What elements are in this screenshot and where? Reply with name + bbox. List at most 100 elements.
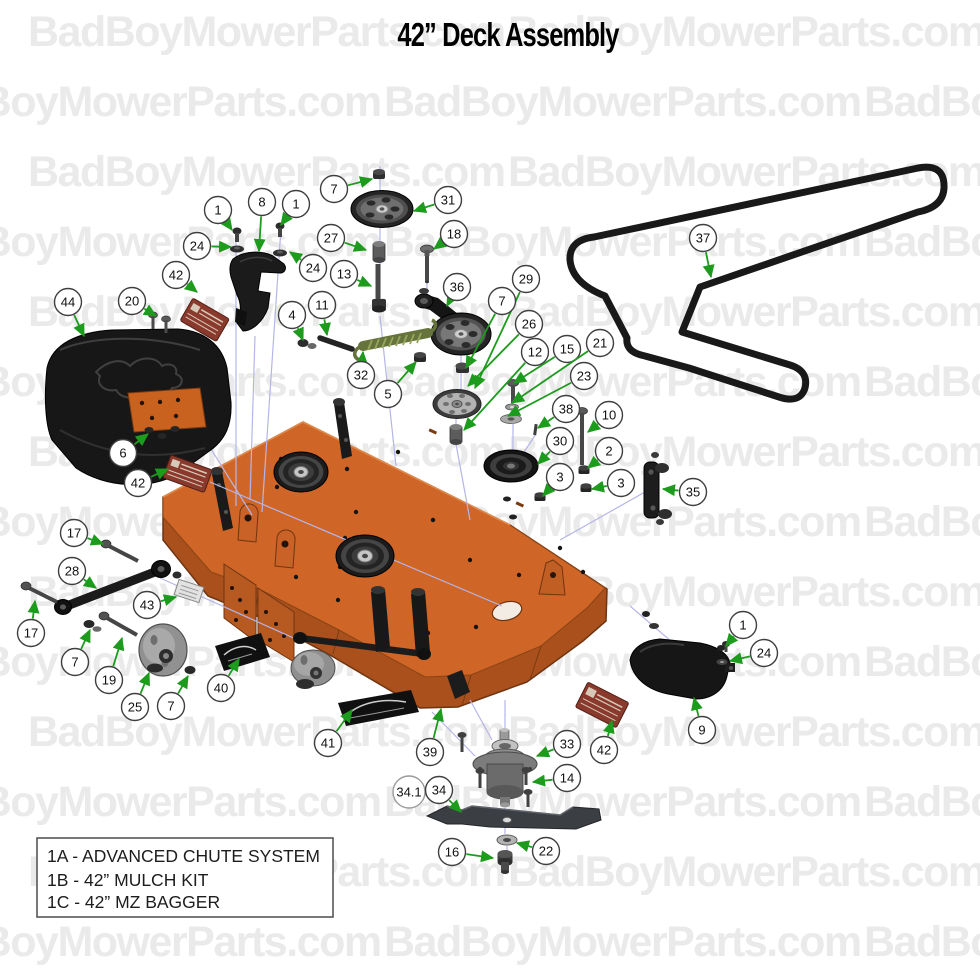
callout-number: 41 [321,736,335,751]
callout-number: 39 [423,745,437,760]
callout-circle [277,300,307,330]
callout-circle [433,185,463,215]
callout-arrow [396,361,417,384]
callout-arrow [160,594,178,606]
callout-10: 10 [587,400,624,433]
watermark-text: BadBoyMowerParts.com [864,638,980,686]
callout-arrow [542,483,556,497]
callout-3: 3 [590,468,636,498]
legend: 1A - ADVANCED CHUTE SYSTEM 1B - 42” MULC… [36,837,334,918]
part-spacer-26 [449,424,463,445]
callout-1: 1 [280,189,311,226]
callout-number: 19 [102,673,116,688]
callout-number: 34 [432,783,446,798]
watermark-text: BadBoyMowerParts.com [508,8,980,56]
callout-arrow [446,292,458,308]
callout-arrow [183,279,198,293]
callout-circle [346,360,376,390]
callout-arrow [87,534,105,546]
callout-number: 21 [593,336,607,351]
callout-arrow [292,326,304,342]
watermark-text: BadBoyMowerParts.com [864,498,980,546]
callout-number: 30 [553,434,567,449]
callout-21: 21 [511,328,615,404]
callout-arrow [511,350,589,404]
part-bracket-35 [643,452,672,525]
callout-circle [585,328,615,358]
callout-23: 23 [506,361,599,417]
callout-number: 42 [131,476,145,491]
part-wheel-arm-assembly [290,586,470,699]
callout-circle [156,691,186,721]
callout-7: 7 [465,286,517,370]
callout-number: 3 [617,476,624,491]
callout-number: 43 [140,598,154,613]
callout-arrow [661,484,679,497]
callout-25: 25 [120,671,150,722]
callout-number: 5 [384,387,391,402]
callout-number: 29 [519,272,533,287]
callout-arrow [253,216,266,253]
legend-item-1b: 1B - 42” MULCH KIT [47,870,209,890]
part-bolt-18 [420,244,434,284]
callout-33: 33 [535,729,582,759]
watermark-text: BadBoyMowerParts.com [508,288,980,336]
callout-circle [319,174,349,204]
part-anti-scalp-wheel-25 [138,623,188,677]
callout-17: 17 [59,518,105,548]
callout-37: 37 [688,223,718,279]
callout-7: 7 [319,174,374,204]
callout-circle [728,610,758,640]
part-deck-hanger-straps [211,398,352,531]
callout-circle [329,259,359,289]
callout-number: 7 [498,294,505,309]
callout-42: 42 [123,468,170,498]
watermark-text: BadBoyMowerParts.com [864,78,980,126]
callout-number: 4 [288,308,295,323]
callout-16: 16 [437,837,495,867]
callout-circle [281,189,311,219]
callout-arrow [112,636,125,667]
part-washer-22 [496,834,518,846]
callout-number: 34.1 [396,785,421,800]
part-fasteners-top [230,222,287,257]
callout-34: 34 [424,775,462,813]
watermark-text: BadBoyMowerParts.com [0,78,381,126]
part-spindle-assembly-33 [472,728,538,808]
callout-arrow [537,450,551,465]
part-v-idler-pulley [483,449,539,520]
callout-circle [551,394,581,424]
callout-arrow [79,628,91,650]
callout-11: 11 [307,290,337,337]
part-spindle-pulley-right [335,534,395,578]
callout-12: 12 [463,337,550,431]
callout-7: 7 [156,674,189,721]
watermark-text: BadBoyMowerParts.com [384,918,861,966]
callout-arrow [73,314,85,338]
callout-circle [594,436,624,466]
callout-number: 24 [306,261,320,276]
callout-4: 4 [277,300,307,342]
callout-number: 28 [65,564,79,579]
watermark-text: BadBoyMowerParts.com [864,358,980,406]
watermark-text: BadBoyMowerParts.com [864,778,980,826]
callout-number: 42 [169,268,183,283]
callout-27: 27 [316,223,368,253]
callout-3: 3 [542,462,575,497]
callout-circle [373,379,403,409]
part-bolts-14 [457,732,533,807]
callout-number: 42 [597,743,611,758]
callout-arrow [535,745,554,758]
callout-number: 32 [354,368,368,383]
callout-9: 9 [687,696,717,745]
callout-number: 38 [559,402,573,417]
callout-number: 9 [698,723,705,738]
part-blade-34 [425,805,602,830]
callout-circle [94,665,124,695]
callout-arrow [133,433,149,447]
callout-38: 38 [537,394,581,429]
callout-arrow [412,201,435,214]
callout-30: 30 [537,426,575,465]
callout-34.1: 34.1 [392,775,426,809]
